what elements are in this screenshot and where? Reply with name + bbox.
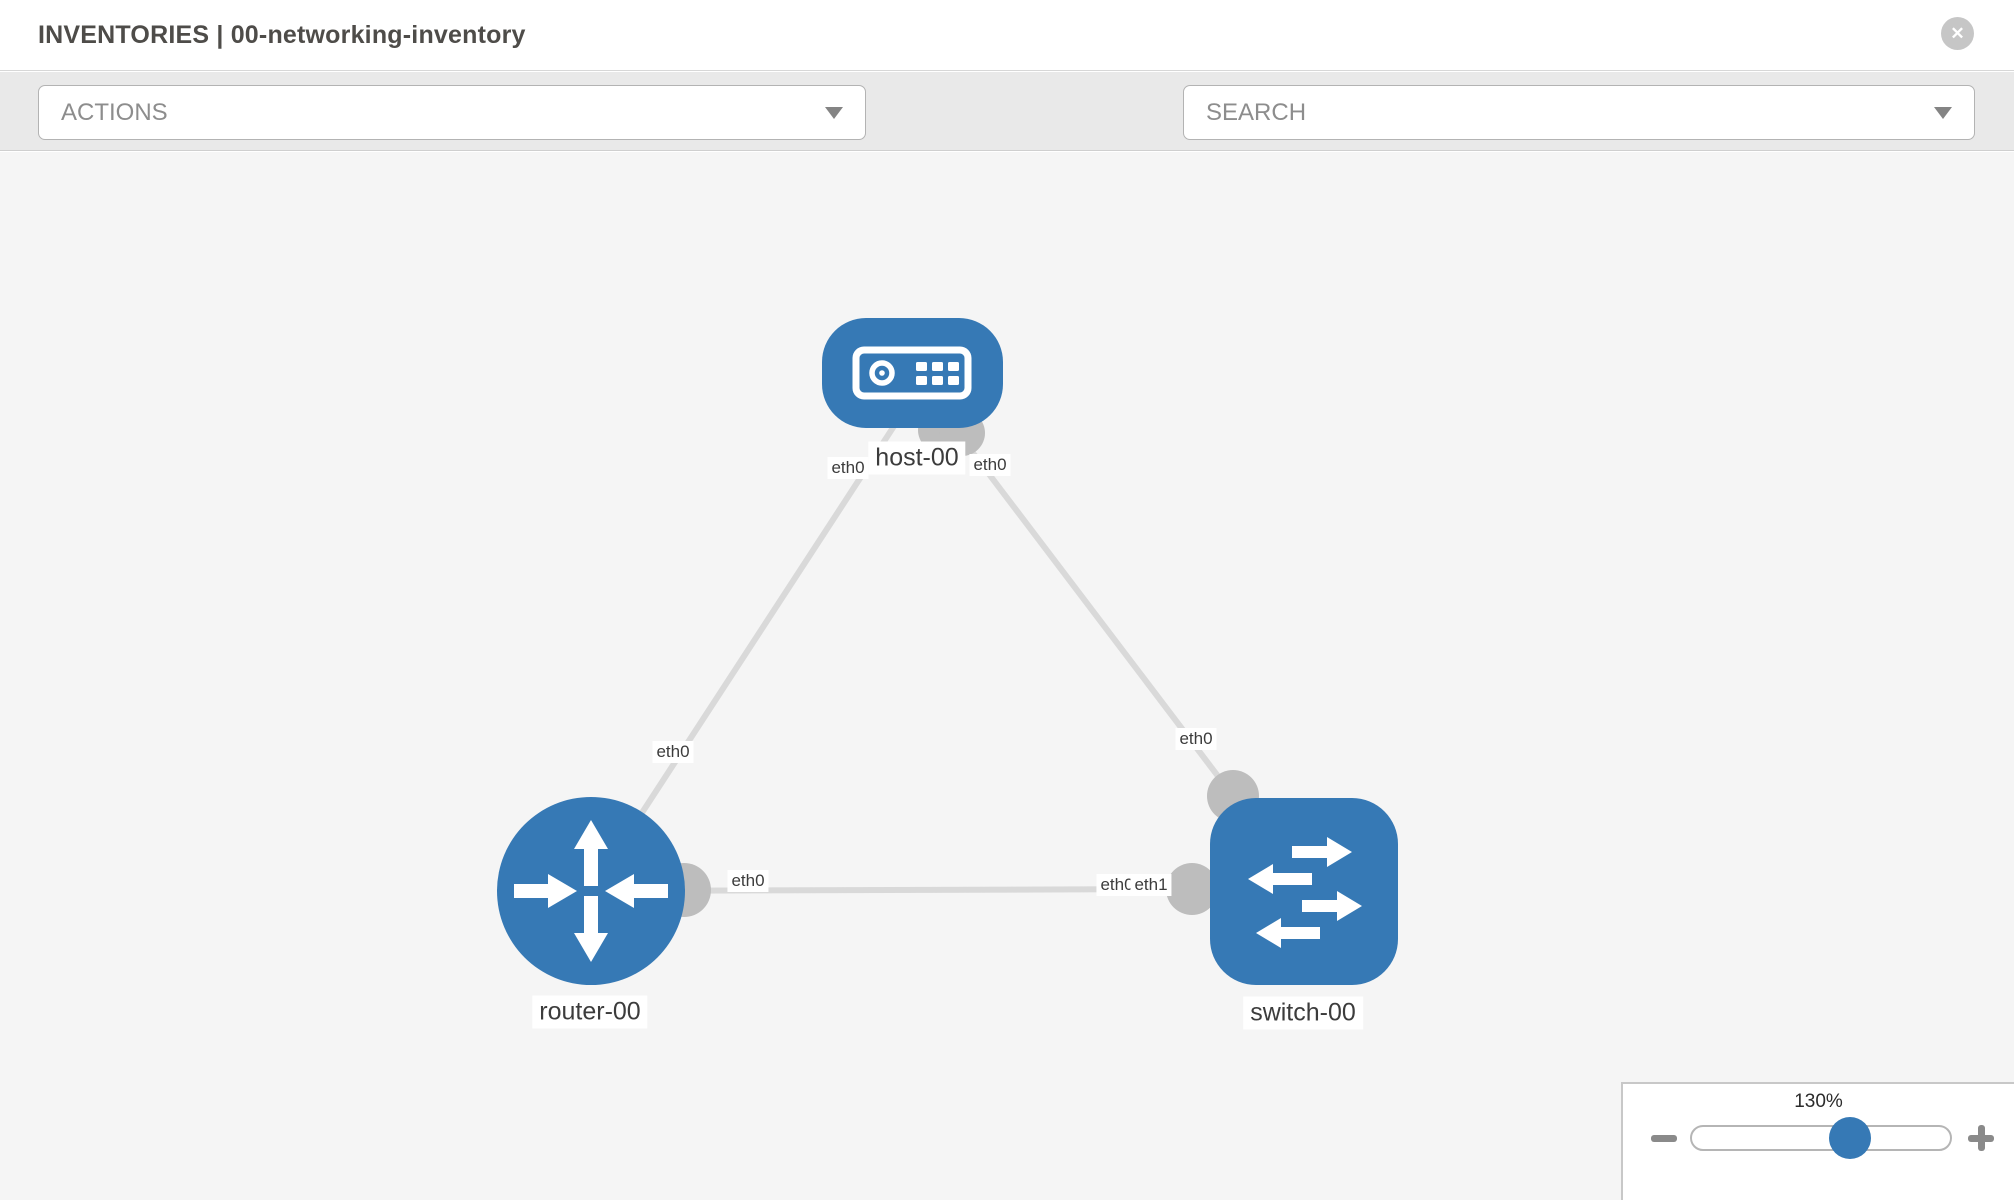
close-icon: ✕ (1950, 23, 1965, 43)
router-icon (514, 820, 668, 962)
zoom-panel: 130% (1621, 1082, 2014, 1200)
toolbar: ACTIONS SEARCH (0, 72, 2014, 201)
actions-dropdown-label: ACTIONS (61, 98, 168, 126)
search-dropdown[interactable]: SEARCH (1183, 85, 1975, 140)
zoom-controls (1623, 1117, 2014, 1159)
port-label: eth0 (1175, 728, 1217, 750)
header: INVENTORIES | 00-networking-inventory ✕ (0, 0, 2014, 71)
actions-dropdown[interactable]: ACTIONS (38, 85, 866, 140)
page-title: INVENTORIES | 00-networking-inventory (38, 20, 526, 49)
port-label: eth0 (652, 741, 694, 763)
node-label-switch: switch-00 (1243, 996, 1363, 1030)
port-label: eth0 (1096, 874, 1138, 896)
node-label-router: router-00 (532, 995, 648, 1029)
port-label: eth0 (969, 454, 1011, 476)
close-button[interactable]: ✕ (1941, 17, 1974, 50)
topology-canvas[interactable]: eth0 eth0 eth0 eth0 eth0 eth0 eth1 host-… (0, 152, 2014, 1200)
switch-icon (1248, 837, 1362, 948)
chevron-down-icon (825, 106, 843, 119)
node-switch-00[interactable] (1210, 798, 1398, 985)
chevron-down-icon (1934, 106, 1952, 119)
zoom-in-button[interactable] (1968, 1125, 1994, 1151)
zoom-out-button[interactable] (1651, 1134, 1677, 1142)
zoom-slider-thumb[interactable] (1829, 1117, 1871, 1159)
node-host-00[interactable] (822, 318, 1003, 428)
port-label: eth0 (727, 870, 769, 892)
port-label: eth1 (1130, 874, 1172, 896)
port-label: eth0 (827, 457, 869, 479)
zoom-slider[interactable] (1690, 1117, 1952, 1159)
node-label-host: host-00 (868, 441, 966, 475)
connector-switch-left[interactable] (1166, 863, 1218, 915)
zoom-level: 130% (1794, 1091, 1843, 1112)
search-dropdown-label: SEARCH (1206, 98, 1307, 126)
host-icon (852, 346, 972, 400)
node-router-00[interactable] (497, 797, 685, 985)
topology-graph (497, 318, 1398, 985)
